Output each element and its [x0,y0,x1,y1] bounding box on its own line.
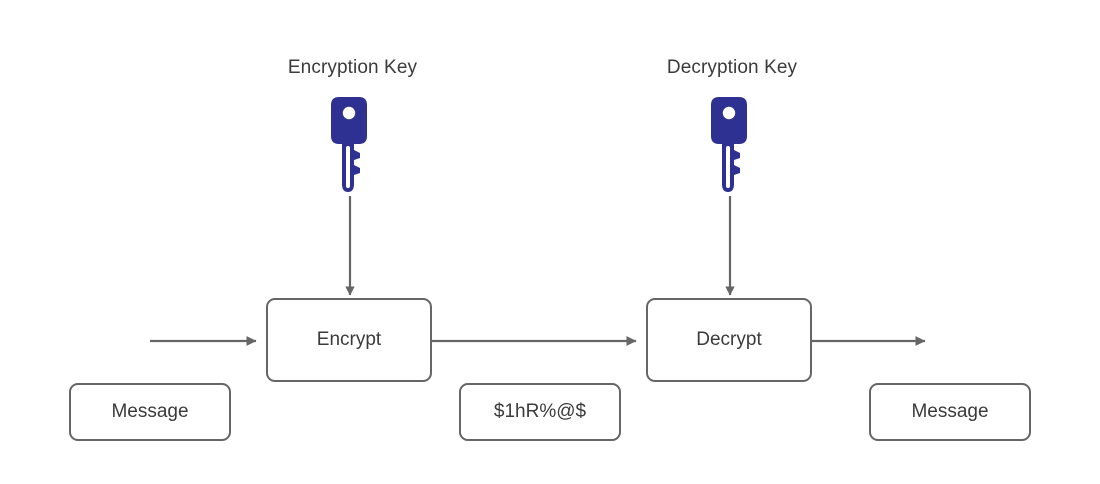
plaintext-input-label: Message [111,401,189,422]
encrypt-process-box[interactable]: Encrypt [266,298,432,382]
plaintext-output-box[interactable]: Message [869,383,1031,441]
decrypt-process-box[interactable]: Decrypt [646,298,812,382]
decryption-key-label: Decryption Key [666,57,798,78]
ciphertext-label: $1hR%@$ [493,401,587,422]
ciphertext-box[interactable]: $1hR%@$ [459,383,621,441]
plaintext-input-box[interactable]: Message [69,383,231,441]
encryption-key-label: Encryption Key [287,57,418,78]
plaintext-output-label: Message [911,401,989,422]
encrypt-label: Encrypt [316,329,382,350]
encryption-key-icon[interactable] [330,96,372,198]
decrypt-label: Decrypt [696,329,762,350]
decryption-key-icon[interactable] [710,96,752,198]
